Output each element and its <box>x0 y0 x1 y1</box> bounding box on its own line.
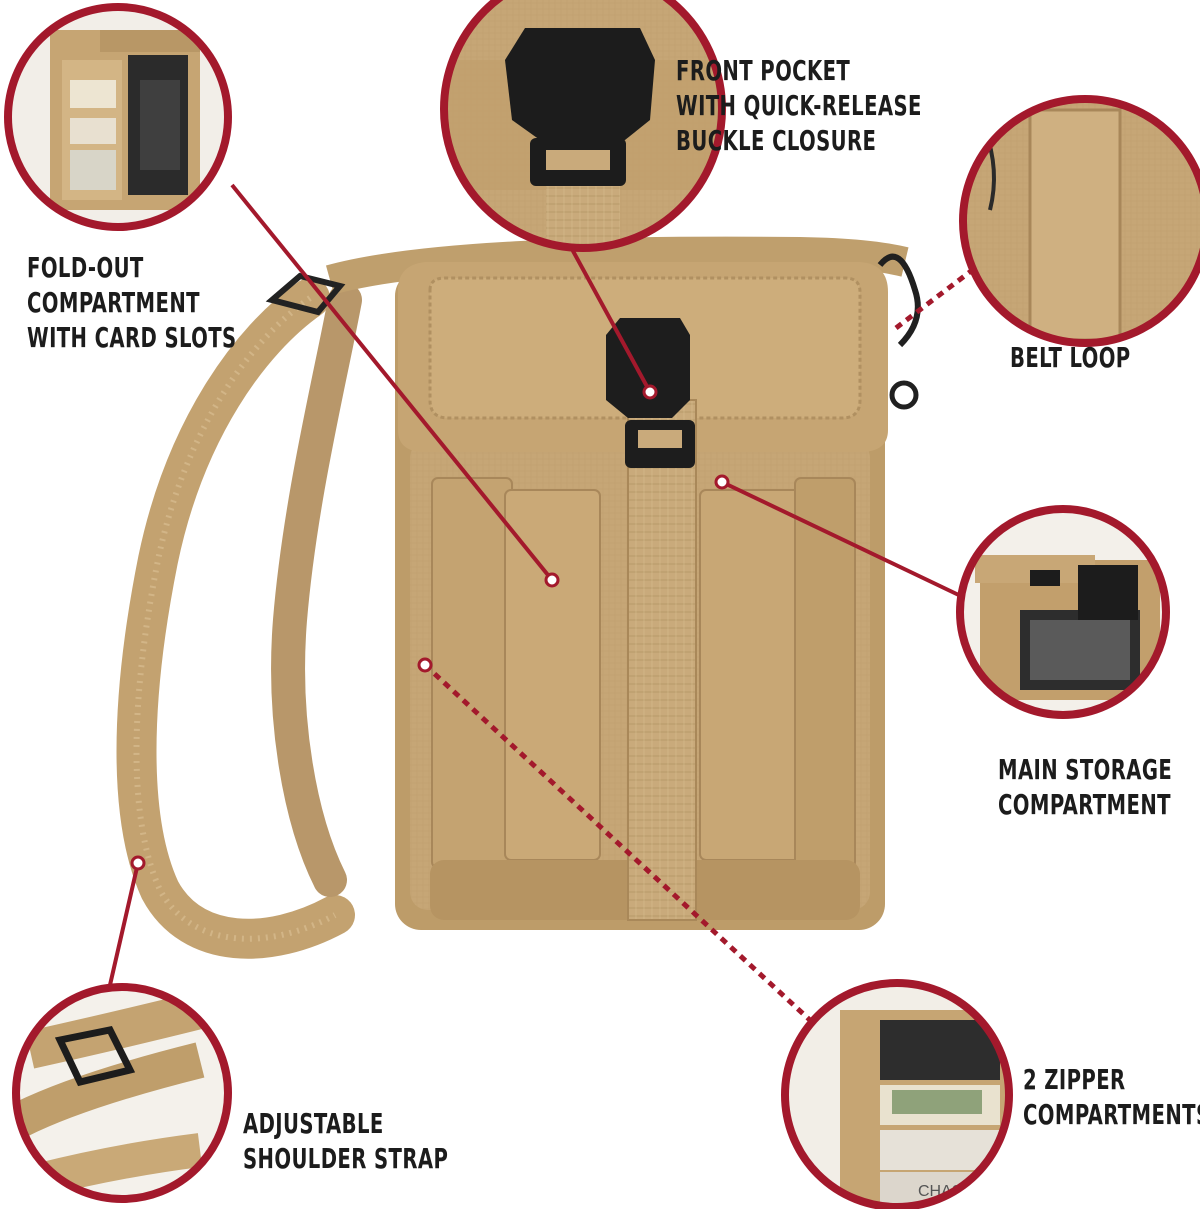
label-fold-out-compartment: FOLD-OUT COMPARTMENT WITH CARD SLOTS <box>27 251 237 354</box>
label-zipper-compartments: 2 ZIPPER COMPARTMENTS <box>1023 1063 1200 1131</box>
detail-belt-loop <box>959 95 1200 347</box>
front-buckle <box>606 318 695 468</box>
detail-front-pocket-buckle <box>440 0 726 252</box>
connector-dots <box>130 384 730 871</box>
label-main-storage: MAIN STORAGE COMPARTMENT <box>998 753 1173 821</box>
detail-shoulder-strap <box>12 983 232 1203</box>
detail-zipper-compartments: CHASE <box>781 979 1013 1209</box>
main-bag-image <box>116 236 921 959</box>
label-front-pocket: FRONT POCKET WITH QUICK-RELEASE BUCKLE C… <box>676 54 922 157</box>
label-belt-loop: BELT LOOP <box>1010 341 1131 374</box>
label-shoulder-strap: ADJUSTABLE SHOULDER STRAP <box>243 1107 449 1175</box>
detail-fold-out-compartment <box>4 3 232 231</box>
detail-main-storage <box>956 505 1170 719</box>
